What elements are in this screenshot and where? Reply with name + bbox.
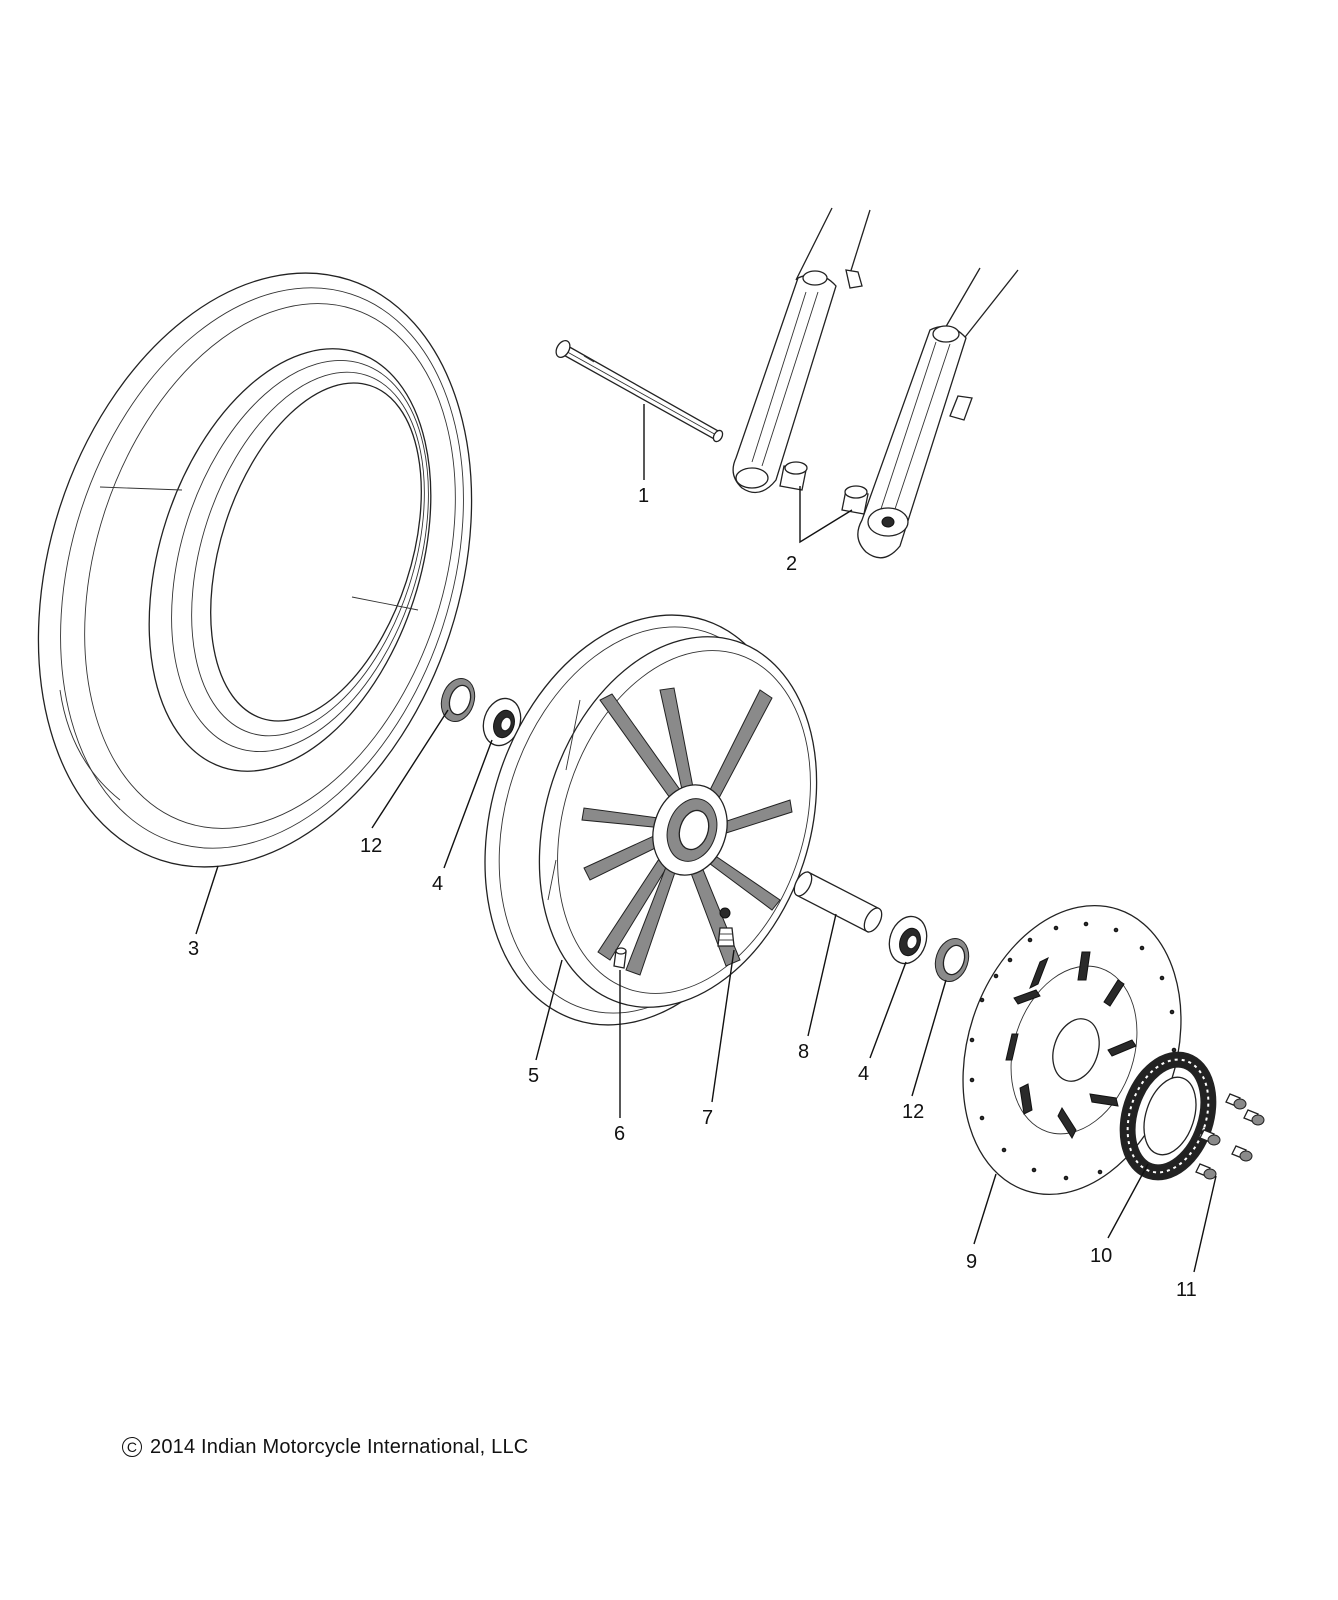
- bolt: [1243, 1109, 1265, 1126]
- seal-left-part-12: [440, 678, 476, 722]
- copyright-notice: C 2014 Indian Motorcycle International, L…: [122, 1436, 528, 1459]
- callout-12-left: 12: [360, 835, 382, 857]
- leader-lines: [195, 404, 1217, 1273]
- callout-5: 5: [528, 1065, 539, 1087]
- tire-part-3: [37, 272, 473, 868]
- callout-4-right: 4: [858, 1063, 869, 1085]
- callout-labels: 1 2 3 12 4 5 6 7 8 4 12 9 10 11: [188, 485, 1197, 1301]
- bolt: [1195, 1163, 1217, 1180]
- bolt: [1231, 1145, 1253, 1162]
- bolt: [1199, 1129, 1221, 1146]
- valve-stem-part-7: [717, 907, 735, 947]
- callout-9: 9: [966, 1251, 977, 1273]
- spacers-part-2: [779, 461, 869, 515]
- bearing-right-part-4: [888, 915, 928, 965]
- bearing-left-part-4: [482, 697, 522, 747]
- callout-7: 7: [702, 1107, 713, 1129]
- callout-4-left: 4: [432, 873, 443, 895]
- tone-ring-part-10: [1119, 1051, 1217, 1181]
- bolt: [1225, 1093, 1247, 1110]
- callout-6: 6: [614, 1123, 625, 1145]
- wheel-part-5: [484, 614, 818, 1026]
- callout-2: 2: [786, 553, 797, 575]
- callout-1: 1: [638, 485, 649, 507]
- rotor-slots: [1005, 951, 1137, 1140]
- spacer-tube-part-8: [793, 871, 883, 933]
- copyright-symbol: C: [122, 1437, 142, 1457]
- seal-right-part-12: [934, 938, 970, 982]
- valve-cap-part-6: [613, 947, 627, 969]
- callout-3: 3: [188, 938, 199, 960]
- callout-8: 8: [798, 1041, 809, 1063]
- axle-part-1: [555, 339, 724, 443]
- bolts-part-11: [1195, 1093, 1265, 1180]
- copyright-text: 2014 Indian Motorcycle International, LL…: [150, 1436, 529, 1458]
- callout-12-right: 12: [902, 1101, 924, 1123]
- fork-lowers: [732, 207, 1019, 559]
- callout-10: 10: [1090, 1245, 1112, 1267]
- callout-11: 11: [1176, 1279, 1197, 1301]
